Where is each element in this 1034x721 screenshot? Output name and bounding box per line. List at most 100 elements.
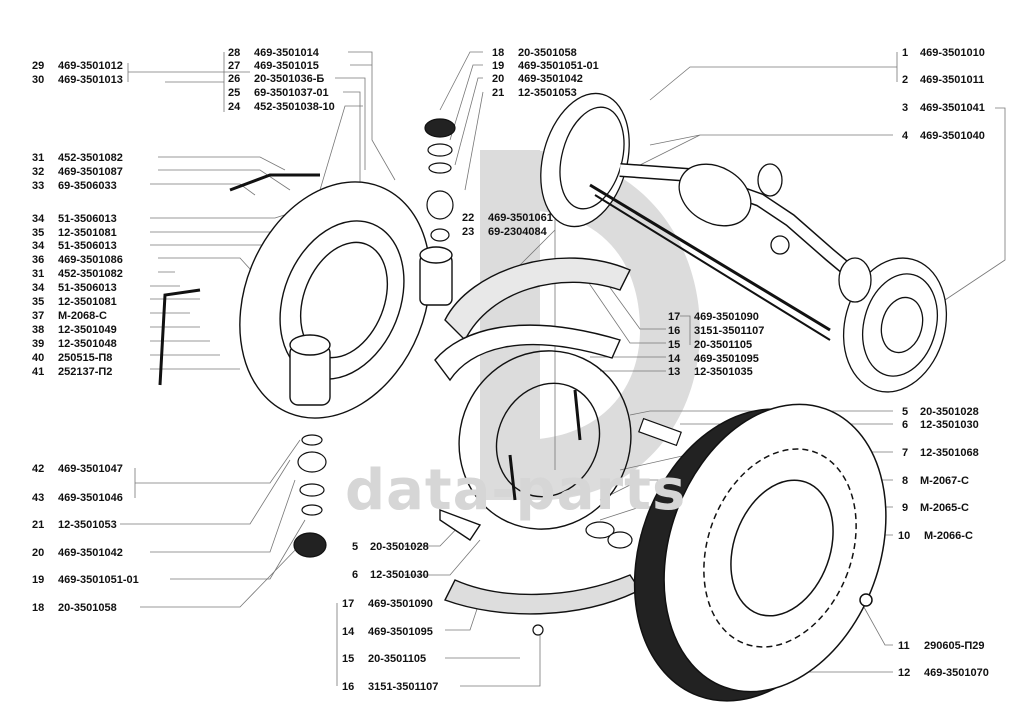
part-code: 20-3501028 [370,541,429,553]
part-code: 469-3501040 [920,130,985,142]
part-number: 34 [32,213,45,225]
part-code: 250515-П8 [58,352,113,364]
part-number: 19 [32,574,45,586]
part-number: 14 [342,626,355,638]
part-number: 5 [352,541,359,553]
part-number: 33 [32,180,45,192]
part-number: 21 [32,519,45,531]
part-number: 36 [32,254,45,266]
part-number: 23 [462,226,475,238]
part-label-13: 13 12-3501035 [668,366,753,379]
part-code: 20-3501028 [920,406,979,418]
bleed-valve-stack [424,118,456,242]
part-label-21: 21 12-3501053 [492,87,577,100]
part-number: 2 [902,74,909,86]
part-number: 11 [898,640,910,652]
part-code: М-2065-С [920,502,969,514]
part-code: 12-3501068 [920,447,979,459]
part-number: 16 [342,681,355,693]
part-number: 43 [32,492,45,504]
wheel-cylinder-parts [293,434,327,558]
part-number: 15 [342,653,355,665]
part-number: 19 [492,60,505,72]
part-number: 13 [668,366,681,378]
part-code: 469-3501061 [488,212,553,224]
part-number: 29 [32,60,45,72]
part-code: 469-3501012 [58,60,123,72]
part-number: 28 [228,47,241,59]
part-number: 12 [898,667,911,679]
part-number: 31 [32,268,45,280]
part-number: 22 [462,212,475,224]
part-number: 5 [902,406,909,418]
front-axle-assembly [540,92,948,393]
part-number: 10 [898,530,911,542]
part-code: 12-3501053 [518,87,577,99]
part-code: 12-3501030 [920,419,979,431]
part-label-30: 30 469-3501013 [32,74,123,87]
part-code: М-2068-С [58,310,107,322]
part-code: 452-3501038-10 [254,101,335,113]
part-number: 30 [32,74,45,86]
part-number: 18 [32,602,45,614]
part-code: 469-3501090 [694,311,759,323]
watermark-text: data-parts [345,458,687,523]
part-number: 39 [32,338,45,350]
part-code: 12-3501035 [694,366,753,378]
part-number: 18 [492,47,505,59]
part-label-29: 29 469-3501012 [32,60,123,73]
part-code: 51-3506013 [58,213,117,225]
part-number: 1 [902,47,909,59]
part-number: 34 [32,282,45,294]
part-code: 69-3501037-01 [254,87,329,99]
part-code: 469-3501014 [254,47,319,59]
part-label-18: 18 20-3501058 [32,602,117,615]
part-code: 469-3501011 [920,74,985,86]
part-number: 42 [32,463,45,475]
part-label-15: 15 20-3501105 [342,653,426,666]
part-code: 3151-3501107 [694,325,765,337]
part-number: 21 [492,87,505,99]
part-number: 3 [902,102,909,114]
part-code: 12-3501081 [58,227,117,239]
part-code: 469-3501013 [58,74,123,86]
part-number: 35 [32,296,45,308]
part-number: 9 [902,502,909,514]
part-code: 20-3501058 [58,602,117,614]
part-number: 20 [492,73,505,85]
part-code: 469-3501042 [58,547,123,559]
part-code: 469-3501051-01 [58,574,139,586]
part-label-34: 34 51-3506013 [32,213,117,226]
part-label-19: 19 469-3501051-01 [32,574,139,587]
part-code: 452-3501082 [58,152,123,164]
part-code: 469-3501087 [58,166,123,178]
part-code: 20-3501105 [368,653,427,665]
part-code: 20-3501058 [518,47,577,59]
part-code: 469-3501046 [58,492,123,504]
